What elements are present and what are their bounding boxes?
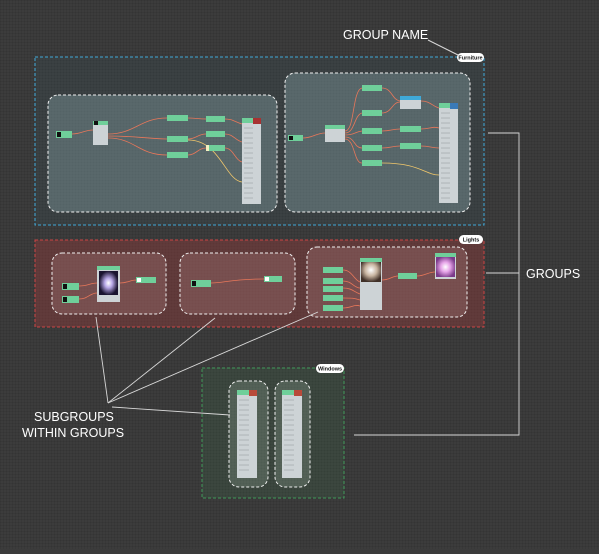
node[interactable]	[93, 121, 108, 145]
group-label-furniture[interactable]: Furniture	[457, 53, 484, 62]
light-node-header	[435, 253, 456, 257]
group-label-text: Lights	[463, 238, 480, 244]
furniture-subgroup-2-nodes[interactable]	[288, 85, 458, 203]
light-node-header	[97, 266, 120, 270]
node[interactable]	[362, 145, 382, 151]
light-preview	[361, 262, 381, 282]
node[interactable]	[362, 160, 382, 166]
node[interactable]	[136, 277, 156, 283]
subgroup-lights-2[interactable]	[179, 252, 296, 315]
annotation-subgroups-leaders	[95, 311, 319, 416]
node[interactable]	[288, 135, 303, 141]
group-name-leader-line	[427, 39, 459, 56]
material-node-rows	[244, 127, 253, 199]
node[interactable]	[362, 85, 382, 91]
annotation-subgroups-text-line1: SUBGROUPS	[34, 410, 114, 424]
subgroup-furniture-2[interactable]	[284, 72, 471, 213]
material-node-rows	[239, 399, 294, 471]
material-node-swatch	[249, 390, 257, 396]
subgroup-leader-line	[107, 317, 216, 404]
node-swatch	[289, 136, 293, 140]
node-swatch	[206, 145, 209, 151]
group-windows[interactable]: Windows	[201, 364, 345, 499]
material-node[interactable]	[237, 390, 257, 478]
node[interactable]	[62, 296, 79, 303]
node[interactable]	[206, 145, 225, 151]
node[interactable]	[167, 115, 188, 121]
material-node-rows	[441, 112, 450, 199]
group-label-text: Furniture	[458, 56, 482, 62]
node[interactable]	[264, 276, 282, 282]
material-node-swatch	[294, 390, 302, 396]
node-swatch	[63, 284, 67, 289]
node-swatch	[94, 121, 98, 125]
node-header	[325, 125, 345, 129]
group-label-windows[interactable]: Windows	[316, 364, 344, 373]
furniture-subgroup-2-graph	[302, 87, 440, 176]
node-swatch	[63, 297, 67, 302]
node[interactable]	[323, 286, 343, 292]
material-node-swatch	[450, 103, 458, 109]
node[interactable]	[323, 267, 343, 273]
group-label-pill	[457, 53, 484, 62]
material-node-swatch	[253, 118, 261, 124]
material-node-header	[237, 390, 257, 395]
node[interactable]	[400, 126, 421, 132]
node[interactable]	[56, 131, 72, 138]
light-preview	[436, 257, 455, 277]
groups-bracket	[354, 132, 520, 436]
group-label-pill	[459, 235, 483, 244]
node[interactable]	[400, 143, 421, 149]
subgroup-lights-3[interactable]	[306, 246, 468, 318]
material-node[interactable]	[242, 118, 261, 204]
node[interactable]	[167, 136, 188, 142]
light-preview	[99, 271, 118, 295]
node[interactable]	[62, 283, 79, 290]
node[interactable]	[206, 116, 225, 122]
group-label-lights[interactable]: Lights	[459, 235, 483, 244]
node-swatch	[265, 277, 269, 281]
material-node-header	[242, 118, 261, 123]
node[interactable]	[206, 131, 225, 137]
lights-graph-wires	[78, 269, 436, 309]
furniture-subgroup-1-graph	[71, 117, 243, 183]
subgroup-leader-line	[111, 406, 231, 416]
group-label-text: Windows	[318, 367, 342, 373]
subgroup-leader-line	[95, 316, 109, 404]
node-header	[400, 96, 421, 100]
node[interactable]	[167, 152, 188, 158]
node-swatch	[192, 281, 196, 286]
node[interactable]	[325, 125, 345, 142]
node[interactable]	[362, 128, 382, 134]
group-label-pill	[316, 364, 344, 373]
node[interactable]	[323, 278, 343, 284]
annotation-groups-text: GROUPS	[526, 267, 580, 281]
node[interactable]	[323, 305, 343, 311]
windows-nodes[interactable]	[237, 390, 302, 478]
node-swatch	[137, 278, 141, 282]
furniture-subgroup-1-nodes[interactable]	[56, 115, 261, 204]
node[interactable]	[191, 280, 211, 287]
subgroup-leader-line	[107, 311, 319, 404]
node[interactable]	[323, 295, 343, 301]
annotation-subgroups-text-line2: WITHIN GROUPS	[22, 426, 124, 440]
material-node-header	[439, 103, 458, 108]
node-header	[93, 121, 108, 125]
node[interactable]	[398, 273, 417, 279]
annotation-group-name-text: GROUP NAME	[343, 28, 428, 42]
material-node-header	[282, 390, 302, 395]
annotation-group-name: GROUP NAME	[343, 28, 459, 56]
node-swatch	[57, 132, 61, 137]
annotation-groups	[354, 132, 520, 436]
light-node-header	[360, 258, 382, 262]
group-windows-frame	[201, 367, 345, 499]
material-node[interactable]	[282, 390, 302, 478]
lights-nodes[interactable]	[62, 253, 456, 311]
node[interactable]	[362, 110, 382, 116]
